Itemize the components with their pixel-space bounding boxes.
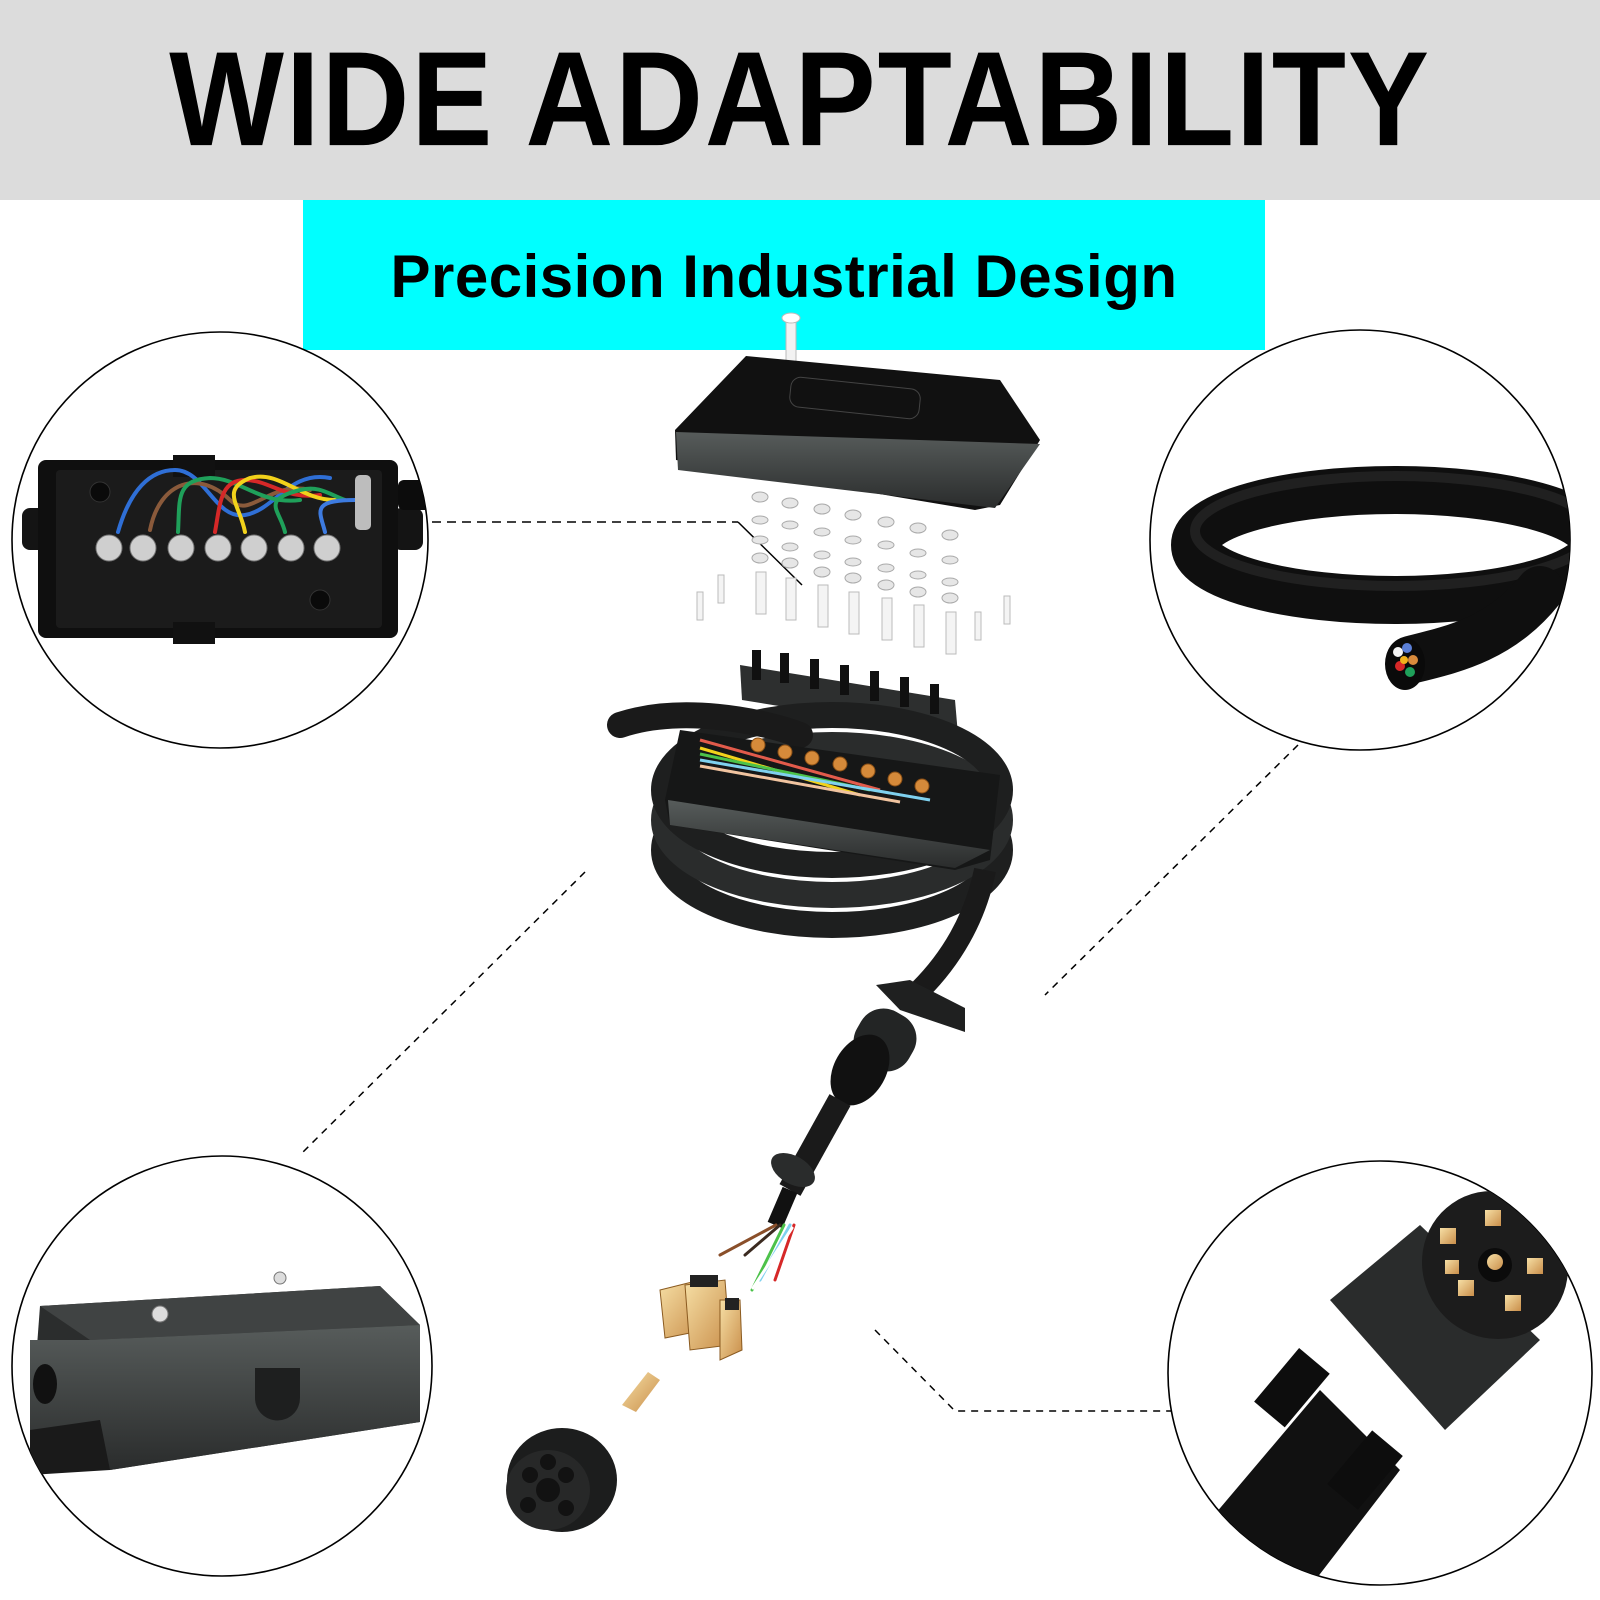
callout-closed-junction-box	[11, 1155, 433, 1577]
header-banner: WIDE ADAPTABILITY	[0, 0, 1600, 200]
page-title: WIDE ADAPTABILITY	[169, 24, 1431, 175]
callout-7-way-plug	[1167, 1160, 1593, 1586]
leader-lines	[301, 521, 1299, 1412]
subtitle-banner: Precision Industrial Design	[303, 200, 1265, 350]
terminal-studs	[95, 534, 341, 562]
callout-coiled-cable	[1149, 329, 1571, 751]
subtitle-text: Precision Industrial Design	[390, 243, 1178, 310]
plug-insert	[506, 1428, 617, 1532]
hardware-nuts-washers	[751, 491, 959, 604]
terminal-studs-exploded	[696, 571, 1011, 655]
callout-open-junction-box	[11, 331, 429, 749]
center-exploded-product	[506, 312, 1040, 1532]
